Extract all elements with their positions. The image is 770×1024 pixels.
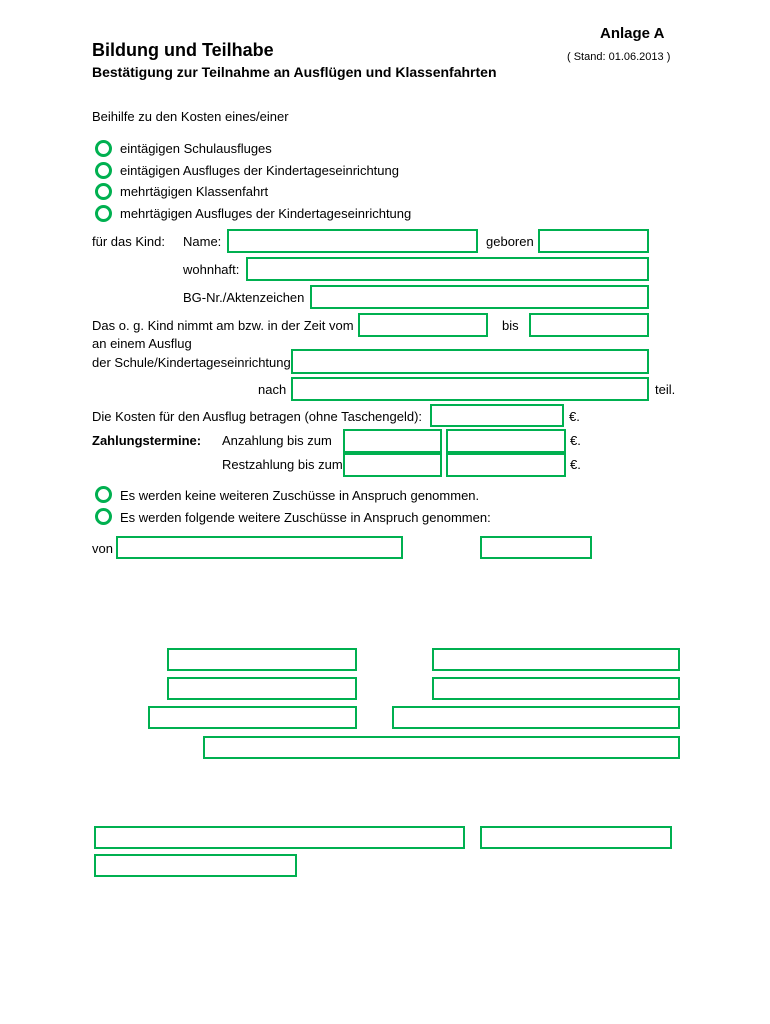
blank-field-9[interactable]: [480, 826, 672, 849]
fuer-das-kind-label: für das Kind:: [92, 234, 165, 249]
final-payment-amount-input[interactable]: [446, 453, 566, 477]
other-subsidies-label: Es werden folgende weitere Zuschüsse in …: [120, 510, 491, 525]
bg-nr-label: BG-Nr./Aktenzeichen: [183, 290, 305, 305]
euro-label-1: €.: [569, 409, 580, 424]
version-label: ( Stand: 01.06.2013 ): [567, 51, 671, 63]
deposit-date-input[interactable]: [343, 429, 442, 453]
radio-mehrtaegigen-ausfluges-kita[interactable]: [95, 205, 112, 222]
zahlungstermine-label: Zahlungstermine:: [92, 433, 202, 448]
subsidy-amount-input[interactable]: [480, 536, 592, 559]
geboren-label: geboren: [486, 234, 534, 249]
trip-institution-input[interactable]: [291, 349, 649, 374]
child-born-input[interactable]: [538, 229, 649, 253]
nach-label: nach: [258, 382, 287, 397]
blank-field-4[interactable]: [432, 677, 680, 700]
radio-other-subsidies[interactable]: [95, 508, 112, 525]
trip-period-label: Das o. g. Kind nimmt am bzw. in der Zeit…: [92, 318, 354, 333]
annex-label: Anlage A: [600, 25, 665, 42]
radio-eintaegigen-schulausfluges[interactable]: [95, 140, 112, 157]
blank-field-2[interactable]: [432, 648, 680, 671]
wohnhaft-label: wohnhaft:: [183, 262, 240, 277]
child-address-input[interactable]: [246, 257, 649, 281]
blank-field-10[interactable]: [94, 854, 297, 877]
radio-eintaegigen-ausfluges-kita[interactable]: [95, 162, 112, 179]
deposit-amount-input[interactable]: [446, 429, 566, 453]
ausflug-label: an einem Ausflug: [92, 336, 192, 351]
radio-no-other-subsidies[interactable]: [95, 486, 112, 503]
name-label: Name:: [183, 234, 222, 249]
form-subtitle: Bestätigung zur Teilnahme an Ausflügen u…: [92, 64, 497, 80]
blank-field-7[interactable]: [203, 736, 680, 759]
bis-label: bis: [502, 318, 519, 333]
teil-label: teil.: [655, 382, 676, 397]
trip-cost-input[interactable]: [430, 404, 564, 427]
anzahlung-label: Anzahlung bis zum: [222, 433, 332, 448]
blank-field-5[interactable]: [148, 706, 357, 729]
blank-field-1[interactable]: [167, 648, 357, 671]
costs-label: Die Kosten für den Ausflug betragen (ohn…: [92, 409, 423, 424]
radio-mehrtaegigen-klassenfahrt[interactable]: [95, 183, 112, 200]
blank-field-8[interactable]: [94, 826, 465, 849]
von-label: von: [92, 541, 113, 556]
option-label-ausflug-kita: eintägigen Ausfluges der Kindertageseinr…: [120, 163, 399, 178]
subsidy-source-input[interactable]: [116, 536, 403, 559]
trip-date-from-input[interactable]: [358, 313, 488, 337]
euro-label-3: €.: [570, 457, 581, 472]
restzahlung-label: Restzahlung bis zum: [222, 457, 343, 472]
form-title: Bildung und Teilhabe: [92, 40, 274, 60]
blank-field-3[interactable]: [167, 677, 357, 700]
option-label-schulausflug: eintägigen Schulausfluges: [120, 141, 272, 156]
option-label-klassenfahrt: mehrtägigen Klassenfahrt: [120, 184, 269, 199]
child-name-input[interactable]: [227, 229, 478, 253]
no-subsidies-label: Es werden keine weiteren Zuschüsse in An…: [120, 488, 480, 503]
final-payment-date-input[interactable]: [343, 453, 442, 477]
intro-text: Beihilfe zu den Kosten eines/einer: [92, 109, 289, 124]
option-label-mehrtaegig-kita: mehrtägigen Ausfluges der Kindertagesein…: [120, 206, 412, 221]
euro-label-2: €.: [570, 433, 581, 448]
institution-label: der Schule/Kindertageseinrichtung: [92, 355, 291, 370]
trip-date-to-input[interactable]: [529, 313, 649, 337]
blank-field-6[interactable]: [392, 706, 680, 729]
trip-destination-input[interactable]: [291, 377, 649, 401]
child-case-number-input[interactable]: [310, 285, 649, 309]
